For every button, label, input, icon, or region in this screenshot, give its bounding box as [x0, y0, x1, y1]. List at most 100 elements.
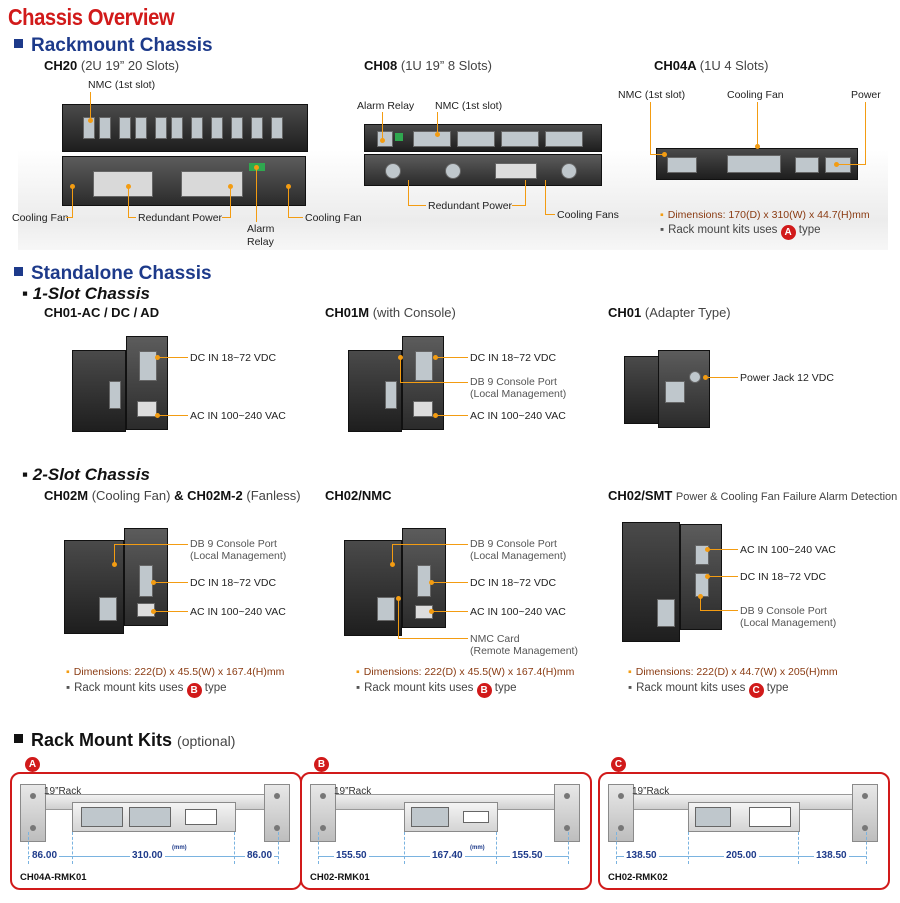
ch20-power-label: Redundant Power: [138, 212, 223, 224]
ch08-nmc-label: NMC (1st slot): [435, 100, 503, 112]
kit-c-panel: 19”Rack 138.50 205.00 138.50 CH02-RMK02: [598, 772, 890, 890]
ch01m-ac-label: AC IN 100~240 VAC: [470, 410, 566, 422]
ch04a-title: CH04A (1U 4 Slots): [654, 58, 768, 73]
square-bullet-icon: [14, 39, 23, 48]
ch02smt-kit-note: ▪Rack mount kits uses C type: [628, 682, 789, 698]
ch02smt-dimensions: ▪Dimensions: 222(D) x 44.7(W) x 205(H)mm: [628, 666, 838, 678]
ch02nmc-dimensions: ▪Dimensions: 222(D) x 45.5(W) x 167.4(H)…: [356, 666, 575, 678]
ch04a-dimensions-text: Dimensions: 170(D) x 310(W) x 44.7(H)mm: [667, 209, 870, 221]
ch02m-db9-label-2: (Local Management): [190, 550, 287, 562]
kit-badge-b: B: [476, 683, 492, 698]
ch02m-image-1: [64, 540, 124, 634]
ch02smt-image-1: [622, 522, 680, 642]
ch04a-name: CH04A: [654, 58, 697, 73]
ch20-title: CH20 (2U 19” 20 Slots): [44, 58, 179, 73]
ch02nmc-dc-label: DC IN 18~72 VDC: [470, 577, 557, 589]
ch04a-fan-label: Cooling Fan: [727, 89, 784, 101]
kit-b-name: CH02-RMK01: [310, 872, 370, 883]
ch02nmc-image-2: [402, 528, 446, 628]
ch01m-image-1: [348, 350, 402, 432]
rack-ear-left: [20, 784, 46, 842]
ch01-image-1: [624, 356, 660, 424]
ch01-desc: (Adapter Type): [644, 305, 731, 320]
ch08-alarm-label: Alarm Relay: [357, 100, 415, 112]
ch08-desc: (1U 19” 8 Slots): [400, 58, 492, 73]
kit-a-rack-label: 19”Rack: [44, 786, 82, 797]
kit-a-left-dim: 86.00: [30, 850, 60, 861]
kit-c-center-dim: 205.00: [724, 850, 759, 861]
kit-c-device: [688, 802, 800, 832]
ch08-power-label: Redundant Power: [428, 200, 513, 212]
kit-b-center-dim: 167.40: [430, 850, 465, 861]
ch08-fans-label: Cooling Fans: [557, 209, 619, 221]
ch02smt-db9-label-2: (Local Management): [740, 617, 837, 629]
ch01m-dc-label: DC IN 18~72 VDC: [470, 352, 557, 364]
ch02m-dc-label: DC IN 18~72 VDC: [190, 577, 277, 589]
ch08-front-image: [364, 124, 602, 152]
ch20-fan-right-label: Cooling Fan: [305, 212, 362, 224]
rack-ear-right: [852, 784, 878, 842]
ch01ac-dc-label: DC IN 18~72 VDC: [190, 352, 277, 364]
ch04a-nmc-label: NMC (1st slot): [618, 89, 686, 101]
ch04a-kit-note: ▪Rack mount kits uses A type: [660, 224, 821, 240]
ch02smt-ac-label: AC IN 100~240 VAC: [740, 544, 836, 556]
ch01ac-image-1: [72, 350, 126, 432]
ch02nmc-title: CH02/NMC: [325, 488, 392, 503]
ch01m-db9-label-1: DB 9 Console Port: [470, 376, 557, 388]
ch01ac-image-2: [126, 336, 168, 430]
kit-a-panel: 19”Rack 86.00 310.00 (mm) 86.00 CH04A-RM…: [10, 772, 302, 890]
ch02m-ac-label: AC IN 100~240 VAC: [190, 606, 286, 618]
kit-c-right-dim: 138.50: [814, 850, 849, 861]
square-bullet-icon: [14, 267, 23, 276]
rack-ear-left: [608, 784, 634, 842]
rackmount-heading-text: Rackmount Chassis: [31, 35, 213, 56]
ch02nmc-image-1: [344, 540, 402, 636]
kits-heading: Rack Mount Kits (optional): [14, 730, 235, 751]
ch01m-name: CH01M: [325, 305, 370, 320]
rackmount-heading: Rackmount Chassis: [14, 35, 213, 57]
kit-b-rack-label: 19”Rack: [334, 786, 372, 797]
ch01-image-2: [658, 350, 710, 428]
ch02nmc-kit-note: ▪Rack mount kits uses B type: [356, 682, 517, 698]
ch02nmc-db9-label-2: (Local Management): [470, 550, 567, 562]
kit-a-device: [72, 802, 236, 832]
ch20-front-image: [62, 104, 308, 152]
page-title: Chassis Overview: [8, 4, 175, 30]
ch02nmc-db9-label-1: DB 9 Console Port: [470, 538, 557, 550]
ch20-alarm-label-2: Relay: [247, 236, 274, 248]
ch04a-desc: (1U 4 Slots): [699, 58, 769, 73]
kit-badge-a: A: [780, 225, 796, 240]
kit-badge-c: C: [748, 683, 764, 698]
ch02smt-db9-label-1: DB 9 Console Port: [740, 605, 827, 617]
kit-b-badge: B: [314, 752, 329, 772]
ch02m-db9-label-1: DB 9 Console Port: [190, 538, 277, 550]
ch02m-title: CH02M (Cooling Fan) & CH02M-2 (Fanless): [44, 488, 301, 503]
ch02nmc-ac-label: AC IN 100~240 VAC: [470, 606, 566, 618]
kit-c-name: CH02-RMK02: [608, 872, 668, 883]
standalone-heading-text: Standalone Chassis: [31, 263, 212, 284]
kit-b-right-dim: 155.50: [510, 850, 545, 861]
ch20-alarm-label-1: Alarm: [247, 223, 275, 235]
ch04a-dimensions: ▪Dimensions: 170(D) x 310(W) x 44.7(H)mm: [660, 209, 870, 221]
ch01m-desc: (with Console): [372, 305, 456, 320]
ch01-name: CH01: [608, 305, 642, 320]
ch04a-image: [656, 148, 858, 180]
ch02nmc-nmc-label-1: NMC Card: [470, 633, 520, 645]
kit-b-left-dim: 155.50: [334, 850, 369, 861]
ch01ac-ac-label: AC IN 100~240 VAC: [190, 410, 286, 422]
kit-c-rack-label: 19”Rack: [632, 786, 670, 797]
ch01ac-title: CH01-AC / DC / AD: [44, 305, 160, 320]
one-slot-heading: ▪ 1-Slot Chassis: [22, 284, 150, 303]
ch02smt-title: CH02/SMT Power & Cooling Fan Failure Ala…: [608, 488, 898, 503]
ch20-nmc-label: NMC (1st slot): [88, 79, 156, 91]
kit-badge-b: B: [186, 683, 202, 698]
ch01m-title: CH01M (with Console): [325, 305, 456, 320]
rack-ear-right: [264, 784, 290, 842]
ch04a-power-label: Power: [851, 89, 881, 101]
ch08-name: CH08: [364, 58, 398, 73]
kit-a-badge: A: [25, 752, 40, 772]
kit-a-center-dim: 310.00: [130, 850, 165, 861]
two-slot-heading: ▪ 2-Slot Chassis: [22, 465, 150, 484]
ch02smt-dc-label: DC IN 18~72 VDC: [740, 571, 827, 583]
rack-ear-left: [310, 784, 336, 842]
